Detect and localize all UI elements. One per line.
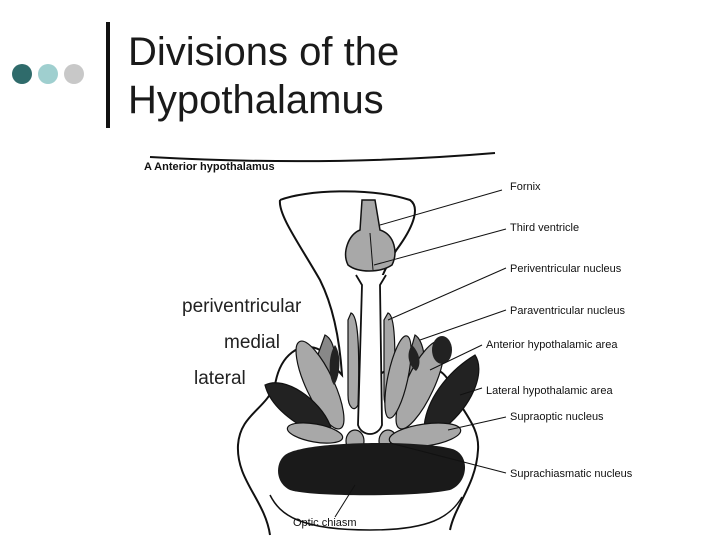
third-ventricle-pointer: [373, 228, 507, 266]
hypothalamus-diagram: [149, 152, 507, 536]
overlay-label-periventricular: periventricular: [182, 296, 302, 318]
left-supraoptic-nucleus: [286, 422, 344, 444]
third-ventricle-midline: [369, 232, 374, 271]
gray-dot: [64, 64, 84, 84]
hypothalamus-figure: A Anterior hypothalamus Fornix Third ven…: [130, 145, 670, 540]
slide-title: Divisions of the Hypothalamus: [128, 28, 399, 124]
right-anterior-hypothalamic-area-inner: [384, 335, 412, 419]
light-teal-dot: [38, 64, 58, 84]
title-divider: [106, 22, 110, 128]
overlay-label-medial: medial: [224, 332, 280, 354]
label-suprachiasmatic-nucleus: Suprachiasmatic nucleus: [510, 468, 633, 480]
top-boundary-line: [149, 152, 496, 163]
optic-chiasm-outline: [269, 494, 463, 531]
right-medial-dark-nucleus: [408, 345, 420, 371]
slide-title-line-1: Divisions of the: [128, 30, 400, 74]
slide-title-line-2: Hypothalamus: [128, 78, 384, 122]
label-anterior-hypothalamic-area: Anterior hypothalamic area: [486, 339, 618, 351]
left-medial-dark-nucleus: [329, 345, 340, 385]
figure-panel-title: A Anterior hypothalamus: [144, 161, 275, 173]
anterior-hypothalamic-pointer: [429, 344, 483, 371]
right-upper-dark-nucleus: [432, 336, 452, 364]
suprachiasmatic-nucleus: [278, 443, 466, 496]
periventricular-pointer: [387, 267, 507, 321]
label-third-ventricle: Third ventricle: [510, 222, 580, 234]
paraventricular-pointer: [419, 309, 507, 341]
left-periventricular-nucleus: [347, 312, 360, 410]
pointer-lines: [334, 189, 507, 518]
label-periventricular-nucleus: Periventricular nucleus: [510, 263, 622, 275]
overlay-label-lateral: lateral: [194, 368, 246, 390]
dark-teal-dot: [12, 64, 32, 84]
supraoptic-pointer: [447, 416, 507, 431]
label-fornix: Fornix: [510, 181, 541, 193]
suprachiasmatic-pointer: [389, 442, 507, 474]
slide-bullet-dots: [12, 64, 84, 84]
label-supraoptic-nucleus: Supraoptic nucleus: [510, 411, 604, 423]
optic-chiasm-pointer: [334, 484, 356, 518]
label-paraventricular-nucleus: Paraventricular nucleus: [510, 305, 625, 317]
label-lateral-hypothalamic-area: Lateral hypothalamic area: [486, 385, 613, 397]
label-optic-chiasm: Optic chiasm: [293, 517, 357, 529]
third-ventricle-stalk: [355, 274, 387, 435]
lateral-hypothalamic-pointer: [459, 387, 483, 396]
fornix-pointer: [379, 189, 503, 226]
